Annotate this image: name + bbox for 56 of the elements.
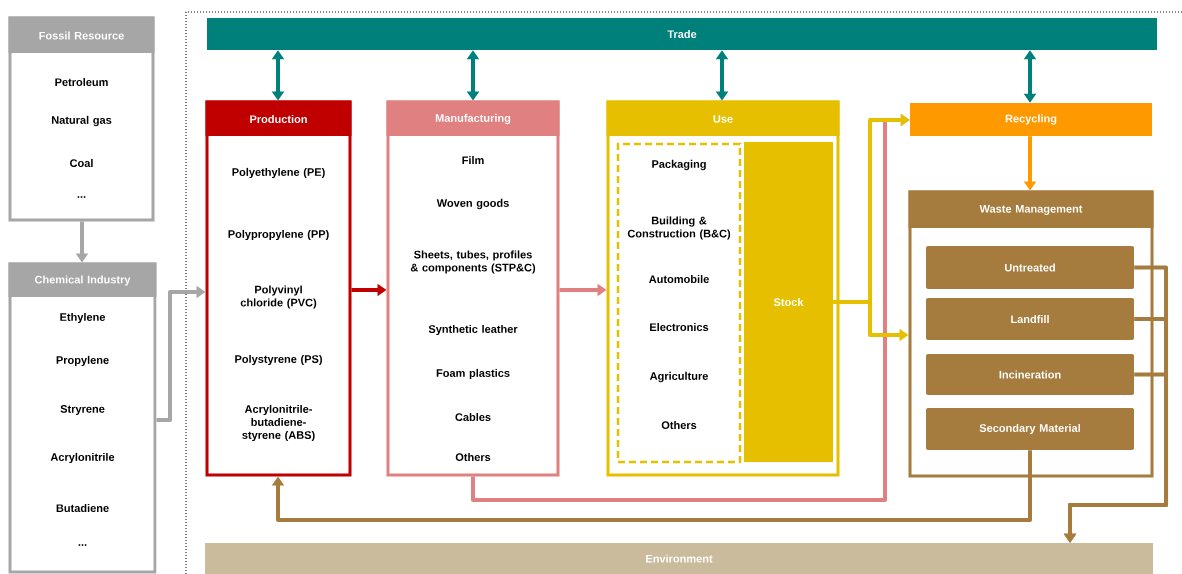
banner-bar — [205, 543, 1153, 574]
box-label: Untreated — [1005, 263, 1055, 272]
box-heading: Use — [713, 115, 733, 123]
banner-bar — [207, 18, 1157, 50]
list-item: Synthetic leather — [428, 324, 518, 336]
list-item: Ethylene — [60, 312, 106, 324]
list-item: Building & Construction (B&C) — [627, 216, 731, 240]
list-item: Others — [661, 420, 697, 430]
list-item: Polypropylene (PP) — [228, 229, 329, 241]
process-box — [8, 262, 157, 574]
box-heading: Fossil Resource — [39, 31, 124, 40]
box-heading: Production — [250, 114, 307, 124]
list-item: ... — [78, 544, 87, 546]
process-box — [926, 246, 1134, 289]
list-item: Polyethylene (PE) — [232, 167, 325, 179]
process-box — [910, 103, 1152, 136]
list-item: Sheets, tubes, profiles & components (STP&C) — [410, 250, 536, 274]
list-item: Automobile — [649, 274, 709, 284]
list-item: Polyvinyl chloride (PVC) — [240, 285, 317, 309]
list-item: Polystyrene (PS) — [235, 354, 322, 366]
list-item: Butadiene — [56, 503, 109, 513]
list-item: Stryrene — [60, 405, 105, 415]
list-item: Agriculture — [649, 371, 708, 383]
dashed-box — [616, 142, 742, 464]
list-item: Petroleum — [55, 77, 108, 87]
box-heading: Waste Management — [979, 205, 1083, 215]
list-item: Cables — [455, 412, 491, 422]
list-item: Woven goods — [436, 198, 509, 210]
process-box — [8, 16, 155, 222]
process-box — [926, 408, 1134, 450]
box-heading: Manufacturing — [435, 113, 511, 125]
list-item: Propylene — [56, 355, 109, 367]
list-item: Packaging — [652, 159, 706, 171]
process-box — [205, 100, 352, 477]
arrow — [271, 450, 1032, 522]
process-box — [926, 354, 1134, 395]
list-item: Foam plastics — [436, 368, 510, 380]
list-item: ... — [77, 196, 86, 198]
list-item: Acrylonitrile — [50, 452, 115, 464]
box-label: Stock — [773, 297, 804, 307]
stock-box — [744, 142, 833, 462]
list-item: Natural gas — [52, 115, 112, 127]
list-item: Coal — [70, 158, 93, 168]
box-label: Landfill — [1011, 314, 1049, 324]
box-label: Trade — [667, 29, 697, 39]
list-item: Electronics — [650, 322, 709, 332]
box-label: Incineration — [999, 370, 1061, 379]
list-item: Acrylonitrile-butadiene-styrene (ABS) — [242, 404, 315, 442]
list-item: Others — [455, 452, 491, 462]
process-box — [386, 100, 560, 477]
list-item: Film — [462, 156, 484, 164]
box-heading: Chemical Industry — [35, 275, 131, 286]
box-label: Recycling — [1005, 114, 1057, 125]
process-box — [926, 298, 1134, 340]
box-label: Environment — [646, 554, 713, 563]
box-label: Secondary Material — [979, 423, 1080, 435]
